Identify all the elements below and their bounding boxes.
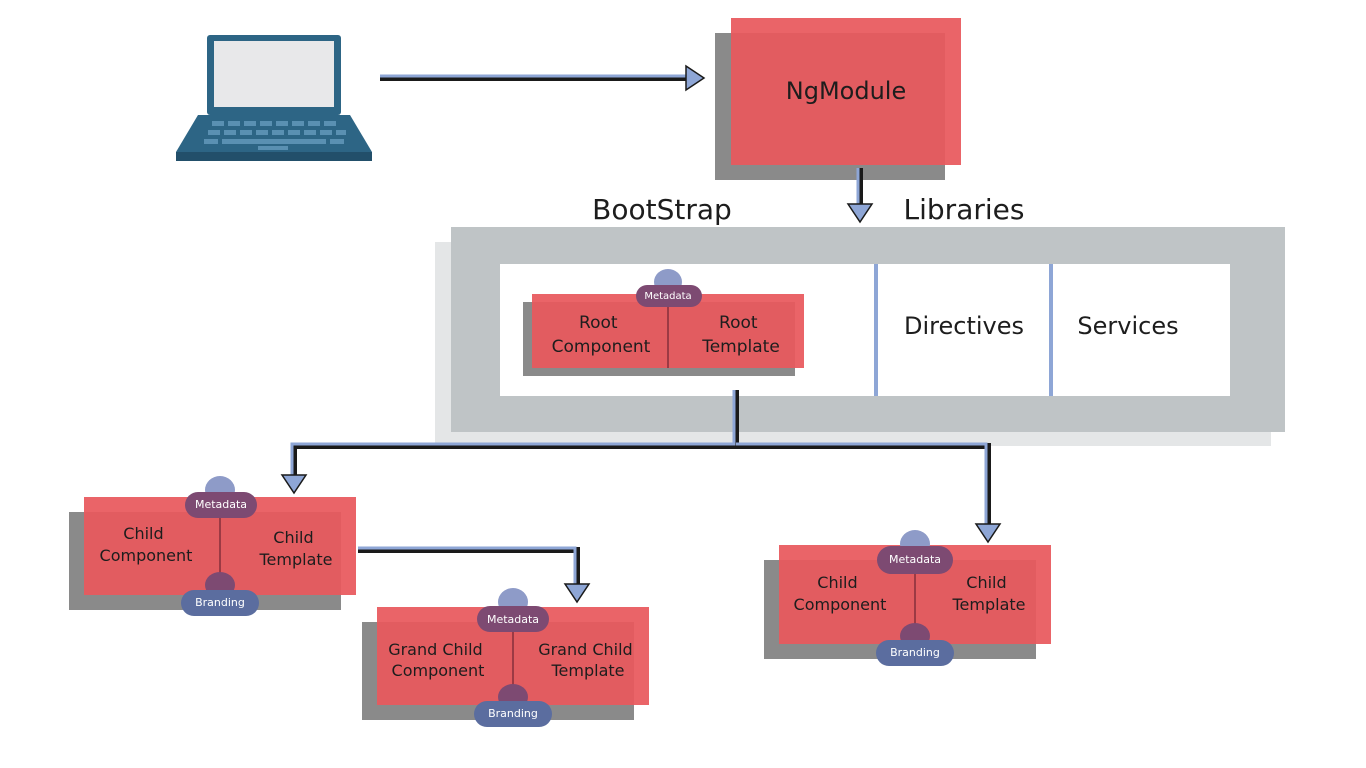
svg-text:Branding: Branding [195, 596, 245, 609]
metadata-cloud-icon: Metadata [185, 476, 257, 518]
branding-cloud-icon: Branding [876, 623, 954, 666]
services-label: Services [1077, 312, 1178, 340]
metadata-cloud-icon: Metadata [636, 269, 702, 307]
grandchild-component-box: Metadata Branding Grand Child Component … [362, 588, 649, 727]
svg-text:Metadata: Metadata [195, 498, 247, 511]
ngmodule-box: NgModule [715, 18, 961, 180]
metadata-cloud-icon: Metadata [477, 588, 549, 632]
branding-cloud-icon: Branding [474, 684, 552, 727]
root-template-label: Root Template [701, 313, 780, 357]
branding-cloud-icon: Branding [181, 572, 259, 616]
root-component-label: Root Component [552, 313, 651, 357]
grandchild-template-label: Grand Child Template [538, 640, 638, 680]
laptop-icon [176, 35, 372, 161]
child-template-label-left: Child Template [258, 528, 332, 569]
svg-text:Branding: Branding [890, 646, 940, 659]
arrow-laptop-to-ngmodule [380, 64, 706, 92]
child-template-label-right: Child Template [951, 573, 1025, 614]
root-component-box: Metadata Root Component Root Template [523, 269, 804, 376]
child-component-box-right: Metadata Branding Child Component Child … [764, 530, 1051, 666]
child-component-label-right: Child Component [794, 573, 887, 614]
svg-text:Metadata: Metadata [487, 613, 539, 626]
bootstrap-label: BootStrap [592, 193, 732, 226]
directives-label: Directives [904, 312, 1024, 340]
grandchild-component-label: Grand Child Component [388, 640, 488, 680]
svg-text:Branding: Branding [488, 707, 538, 720]
child-component-box-left: Metadata Branding Child Component Child … [69, 476, 356, 616]
child-component-label-left: Child Component [100, 524, 193, 565]
libraries-label: Libraries [904, 193, 1025, 226]
tree-connectors [280, 390, 1002, 604]
svg-text:Metadata: Metadata [889, 553, 941, 566]
arrow-ngmodule-down [846, 168, 874, 224]
svg-text:Metadata: Metadata [644, 291, 691, 302]
ngmodule-label: NgModule [786, 77, 906, 105]
metadata-cloud-icon: Metadata [877, 530, 953, 574]
